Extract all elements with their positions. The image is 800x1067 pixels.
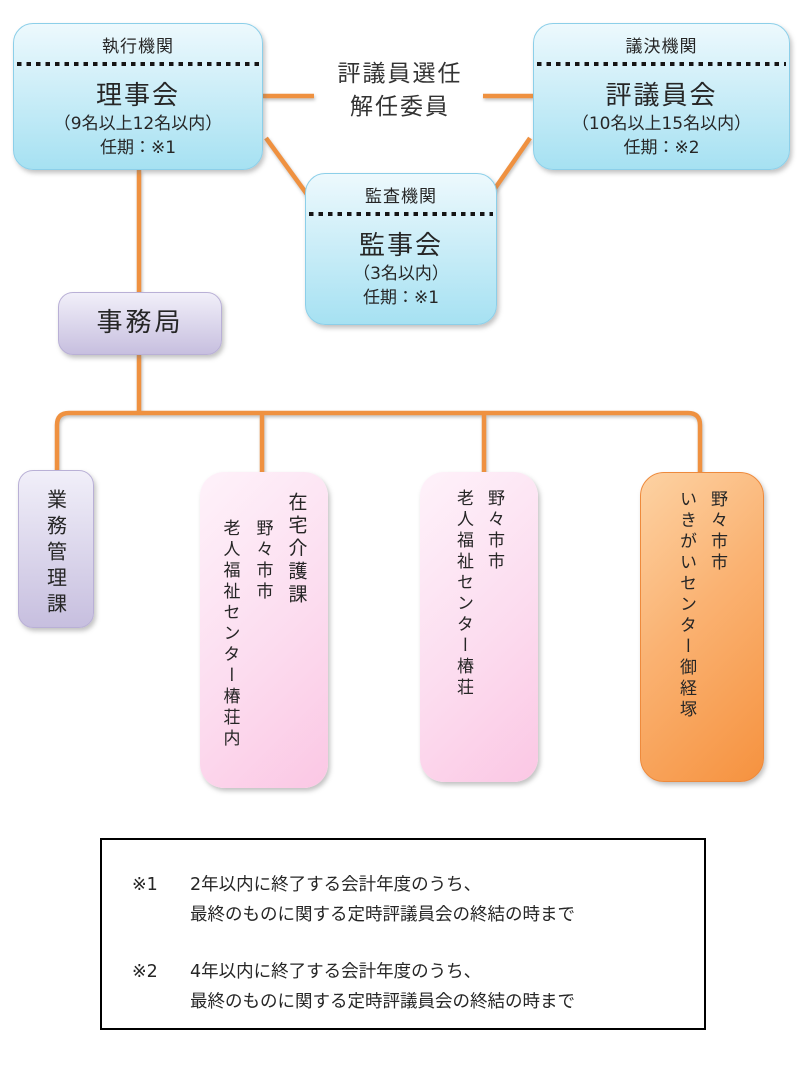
node-councilors: 議決機関 評議員会 （10名以上15名以内） 任期：※2 <box>533 23 790 170</box>
node-audit: 監査機関 監事会 （3名以内） 任期：※1 <box>305 173 497 325</box>
notes-box: ※1 2年以内に終了する会計年度のうち、 最終のものに関する定時評議員会の終結の… <box>100 838 706 1030</box>
dept-tsubaki-line2: 老人福祉センター椿荘 <box>453 489 473 699</box>
node-board-size: （9名以上12名以内） <box>53 114 223 134</box>
node-board-category: 執行機関 <box>102 37 174 57</box>
dept-ikigai-line2: いきがいセンター御経塚 <box>676 490 696 721</box>
dotted-divider <box>17 62 259 66</box>
note-1-line2: 最終のものに関する定時評議員会の終結の時まで <box>190 905 575 925</box>
committee-label-line2: 解任委員 <box>350 94 450 120</box>
note-1-text: 2年以内に終了する会計年度のうち、 最終のものに関する定時評議員会の終結の時まで <box>190 870 575 930</box>
node-audit-title: 監事会 <box>358 231 443 261</box>
node-councilors-size: （10名以上15名以内） <box>571 114 752 134</box>
committee-label-line1: 評議員選任 <box>337 61 463 87</box>
node-audit-category: 監査機関 <box>365 187 437 207</box>
note-2-text: 4年以内に終了する会計年度のうち、 最終のものに関する定時評議員会の終結の時まで <box>190 957 575 1017</box>
node-councilors-term: 任期：※2 <box>623 138 700 158</box>
note-2-line2: 最終のものに関する定時評議員会の終結の時まで <box>190 992 575 1012</box>
node-dept-ikigai: 野々市市 いきがいセンター御経塚 <box>640 472 764 782</box>
node-board-title: 理事会 <box>95 81 180 111</box>
node-secretariat-title: 事務局 <box>96 308 184 338</box>
note-item-2: ※2 4年以内に終了する会計年度のうち、 最終のものに関する定時評議員会の終結の… <box>132 957 704 1017</box>
node-secretariat: 事務局 <box>58 292 222 355</box>
connector-board-audit <box>264 136 311 199</box>
dept-tsubaki-line1: 野々市市 <box>484 489 504 573</box>
node-audit-size: （3名以内） <box>353 264 449 284</box>
note-item-1: ※1 2年以内に終了する会計年度のうち、 最終のものに関する定時評議員会の終結の… <box>132 870 704 930</box>
dotted-divider <box>537 62 786 66</box>
node-board: 執行機関 理事会 （9名以上12名以内） 任期：※1 <box>13 23 263 170</box>
note-1-marker: ※1 <box>132 875 158 895</box>
connector-tree-horizontal <box>54 410 703 476</box>
node-dept-tsubaki: 野々市市 老人福祉センター椿荘 <box>420 472 538 782</box>
node-councilors-title: 評議員会 <box>605 81 718 111</box>
node-audit-term: 任期：※1 <box>362 288 440 308</box>
dept-zaitaku-title: 在宅介護課 <box>285 492 308 607</box>
note-2-line1: 4年以内に終了する会計年度のうち、 <box>190 962 482 982</box>
dept-gyomu-title: 業務管理課 <box>43 489 68 619</box>
node-dept-zaitaku: 在宅介護課 野々市市 老人福祉センター椿荘内 <box>200 472 328 788</box>
dept-zaitaku-sub1: 野々市市 <box>252 519 273 603</box>
dept-zaitaku-sub2: 老人福祉センター椿荘内 <box>219 519 240 750</box>
node-councilors-category: 議決機関 <box>625 37 698 57</box>
dotted-divider <box>309 212 493 216</box>
note-1-line1: 2年以内に終了する会計年度のうち、 <box>190 875 482 895</box>
note-2-marker: ※2 <box>132 962 158 982</box>
committee-label: 評議員選任 解任委員 <box>310 58 490 124</box>
dept-ikigai-line1: 野々市市 <box>707 490 727 574</box>
node-board-term: 任期：※1 <box>99 138 177 158</box>
node-dept-gyomu: 業務管理課 <box>18 470 94 628</box>
